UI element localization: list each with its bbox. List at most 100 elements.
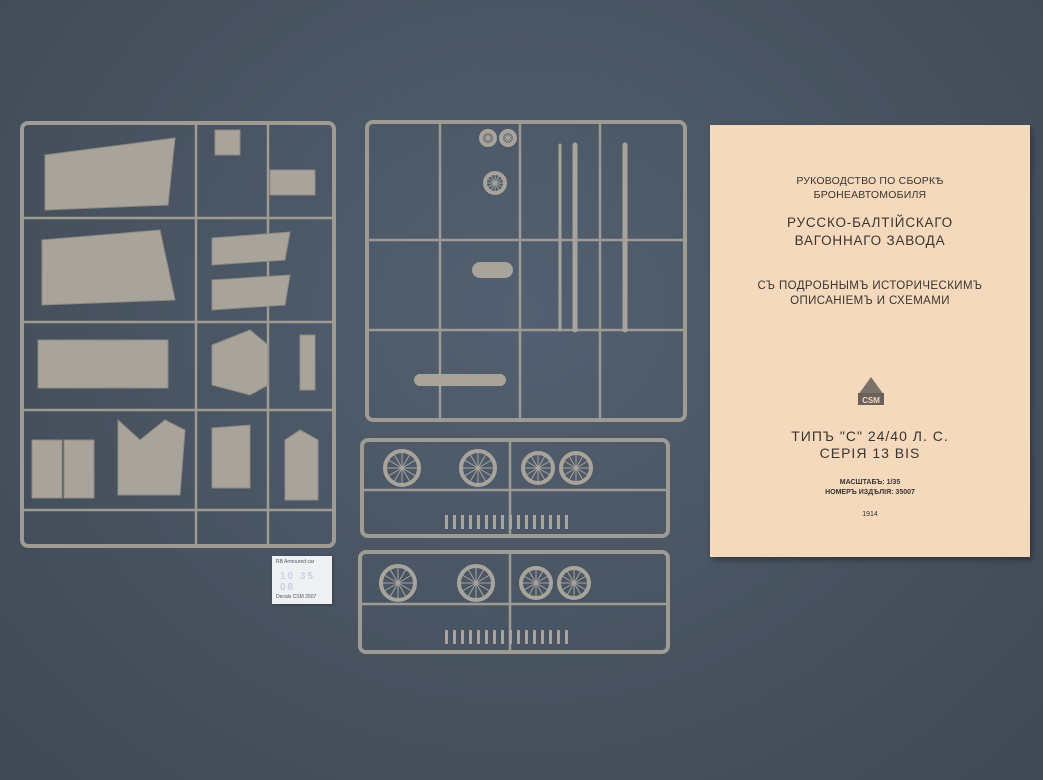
small-part-4 xyxy=(299,334,316,391)
stud-part xyxy=(461,630,464,644)
wheel-spoke xyxy=(475,582,485,598)
small-part-3 xyxy=(269,169,316,196)
wheel-spoke xyxy=(484,137,489,145)
csm-logo-icon: CSM xyxy=(858,377,884,405)
wheel-spoke xyxy=(573,569,582,584)
wheel-spoke xyxy=(501,134,509,139)
wheel-spoke xyxy=(389,568,399,584)
armour-plate-2 xyxy=(41,229,176,306)
small-part-5 xyxy=(214,129,241,156)
stud-part xyxy=(461,515,464,529)
wheel-spoke xyxy=(463,459,479,469)
booklet-desc-line2: ОПИСАНІЕМЪ И СХЕМАМИ xyxy=(790,295,950,307)
wheel-spoke xyxy=(481,137,489,142)
booklet-title-line1: РУССКО-БАЛТІЙСКАГО xyxy=(787,215,953,230)
logo-text: CSM xyxy=(862,396,880,405)
wheel-spoke xyxy=(383,574,399,584)
decal-sheet: RB Armoured car 10 35 08 Decals CSM 3507 xyxy=(272,556,332,604)
wheel-spoke xyxy=(475,574,491,584)
wheel-spoke xyxy=(475,568,485,584)
wheel-spoke xyxy=(507,137,515,142)
wheel-spoke xyxy=(535,569,544,584)
wheel-spoke xyxy=(568,454,577,469)
armour-plate-3 xyxy=(37,339,169,389)
wheel-spoke xyxy=(566,582,575,597)
wheel-spoke xyxy=(507,131,512,139)
armour-plate-8 xyxy=(211,424,251,489)
stud-part xyxy=(541,515,544,529)
wheel-spoke xyxy=(397,582,407,598)
wheel-spoke xyxy=(477,459,493,469)
stud-part xyxy=(445,515,448,529)
wheel-spoke xyxy=(494,174,501,184)
wheel-spoke xyxy=(467,582,477,598)
wheel-spoke xyxy=(487,131,492,139)
wheel-spoke xyxy=(575,467,590,476)
wheel-spoke xyxy=(467,568,477,584)
sprue-frame-2 xyxy=(365,120,687,422)
stud-part xyxy=(565,630,568,644)
wheel-spoke xyxy=(477,467,493,477)
wheel-spoke xyxy=(537,454,546,469)
stud-part xyxy=(549,515,552,529)
sprue-frame-3 xyxy=(360,438,670,538)
wheel-spoke xyxy=(507,134,515,139)
stud-part xyxy=(557,630,560,644)
stud-part xyxy=(525,515,528,529)
stud-part xyxy=(485,515,488,529)
armour-plate-7 xyxy=(117,418,186,496)
booklet-title-line2: ВАГОННАГО ЗАВОДА xyxy=(794,233,946,248)
wheel-spoke xyxy=(475,582,491,592)
wheel-spoke xyxy=(524,467,539,476)
instruction-booklet: РУКОВОДСТВО ПО СБОРКѢ БРОНЕАВТОМОБИЛЯ РУ… xyxy=(710,125,1030,557)
wheel-spoke xyxy=(501,137,509,142)
wheel-spoke xyxy=(387,467,403,477)
booklet-subtitle-line1: РУКОВОДСТВО ПО СБОРКѢ xyxy=(796,175,944,187)
wheel-spoke xyxy=(397,582,413,592)
booklet-desc-line1: СЪ ПОДРОБНЫМЪ ИСТОРИЧЕСКИМЪ xyxy=(757,280,983,292)
wheel-spoke xyxy=(487,134,495,139)
wheel-spoke xyxy=(387,459,403,469)
wheel-spoke xyxy=(489,174,496,184)
wheel-spoke xyxy=(522,582,537,591)
booklet-subtitle-line2: БРОНЕАВТОМОБИЛЯ xyxy=(813,189,927,201)
stud-part xyxy=(469,515,472,529)
booklet-item-line: НОМЕРЪ ИЗДѢЛІЯ: 35007 xyxy=(825,489,915,496)
wheel-spoke xyxy=(528,582,537,597)
wheel-spoke xyxy=(461,574,477,584)
stud-part xyxy=(549,630,552,644)
wheel-spoke xyxy=(494,182,504,189)
stud-part xyxy=(469,630,472,644)
wheel-spoke xyxy=(530,454,539,469)
wheel-spoke xyxy=(463,467,479,477)
stud-part xyxy=(485,630,488,644)
stud-part xyxy=(453,630,456,644)
wheel-spoke xyxy=(537,460,552,469)
wheel-spoke xyxy=(401,459,417,469)
stud-part xyxy=(493,515,496,529)
wheel-spoke xyxy=(575,467,584,482)
wheel-spoke xyxy=(461,582,477,592)
wheel-spoke xyxy=(528,569,537,584)
armour-plate-1 xyxy=(44,137,176,211)
wheel-spoke xyxy=(477,453,487,469)
wheel-spoke xyxy=(560,575,575,584)
small-part-2 xyxy=(63,439,95,499)
wheel-spoke xyxy=(573,575,588,584)
wheel-spoke xyxy=(522,575,537,584)
stud-part xyxy=(477,515,480,529)
wheel-spoke xyxy=(494,177,504,184)
armour-plate-4 xyxy=(211,231,291,266)
wheel-spoke xyxy=(469,467,479,483)
booklet-type-line: ТИПЪ "С" 24/40 Л. С. xyxy=(791,428,949,444)
wheel-spoke xyxy=(530,467,539,482)
wheel-spoke xyxy=(573,582,582,597)
stud-part xyxy=(533,630,536,644)
stud-part xyxy=(501,630,504,644)
stud-part xyxy=(445,630,448,644)
wheel-spoke xyxy=(397,574,413,584)
stud-part xyxy=(477,630,480,644)
wheel-spoke xyxy=(489,182,496,192)
wheel-spoke xyxy=(524,460,539,469)
